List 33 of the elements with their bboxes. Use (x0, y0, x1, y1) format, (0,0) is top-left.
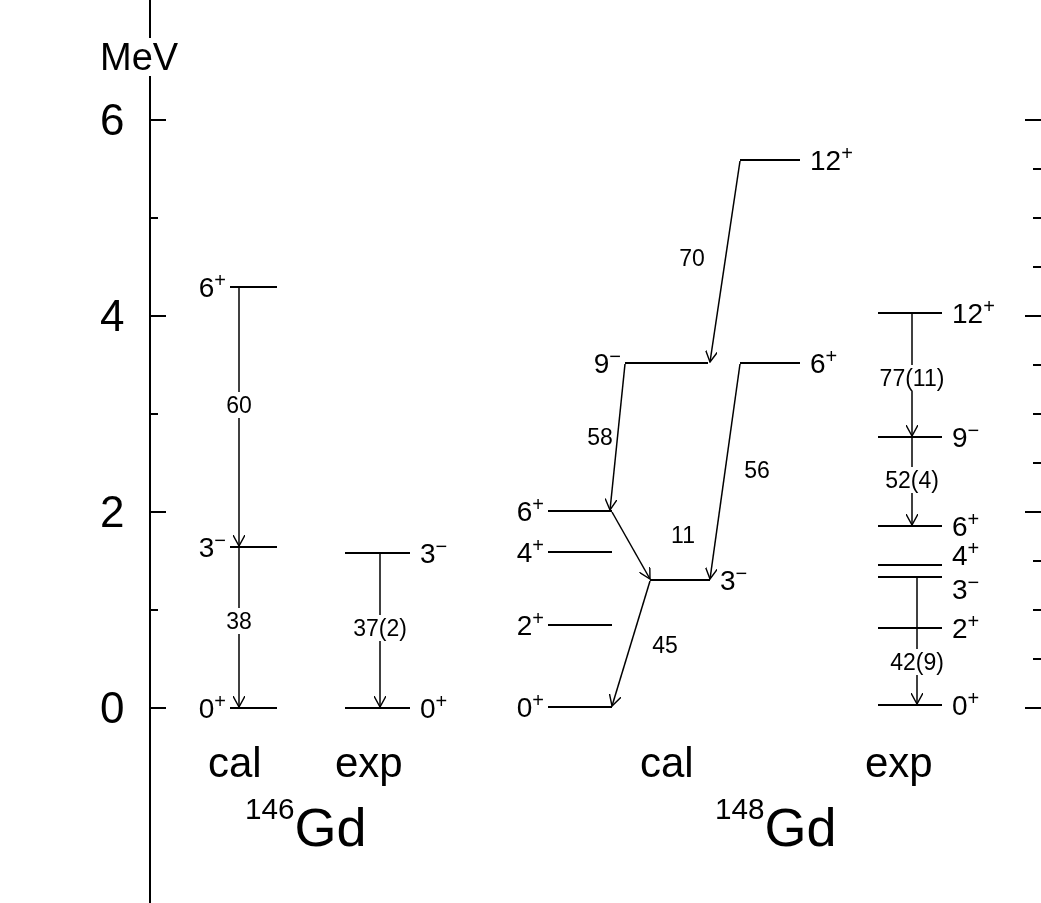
edge-label: 52(4) (884, 467, 940, 493)
spin-label: 6$^{+}$ (952, 513, 980, 541)
spin-label: 3$^{−}$ (198, 534, 226, 562)
spin-label: 4$^{+}$ (952, 542, 980, 570)
transition-arrow (611, 511, 651, 580)
axis-unit: MeV (100, 38, 179, 76)
edge-label: 42(9) (889, 649, 945, 675)
spin-label: 6$^{+}$ (516, 498, 544, 526)
transition-arrow (705, 160, 741, 363)
edge-label: 60 (225, 392, 253, 418)
spin-label: 0$^{+}$ (420, 695, 448, 723)
spin-label: 12$^{+}$ (810, 147, 853, 175)
edge-label: 77(11) (878, 365, 946, 391)
spin-label: 12$^{+}$ (952, 300, 995, 328)
spin-label: 3$^{−}$ (420, 540, 448, 568)
spin-label: 9$^{−}$ (593, 350, 621, 378)
spin-label: 9$^{−}$ (952, 424, 980, 452)
spin-label: 3$^{−}$ (952, 576, 980, 604)
spin-label: 2$^{+}$ (516, 612, 544, 640)
edge-label: 38 (225, 608, 253, 634)
spin-label: 0$^{+}$ (198, 695, 226, 723)
spin-label: 0$^{+}$ (516, 694, 544, 722)
transition-arrow (604, 363, 626, 511)
transition-arrow (608, 580, 651, 707)
transition-arrow (704, 363, 741, 580)
spin-label: 4$^{+}$ (516, 539, 544, 567)
spin-label: 6$^{+}$ (198, 274, 226, 302)
transition-arrow (232, 287, 246, 547)
edge-label: 37(2) (352, 615, 408, 641)
spin-label: 6$^{+}$ (810, 350, 838, 378)
spin-label: 2$^{+}$ (952, 615, 980, 643)
spin-label: 0$^{+}$ (952, 692, 980, 720)
spin-label: 3$^{−}$ (720, 567, 748, 595)
